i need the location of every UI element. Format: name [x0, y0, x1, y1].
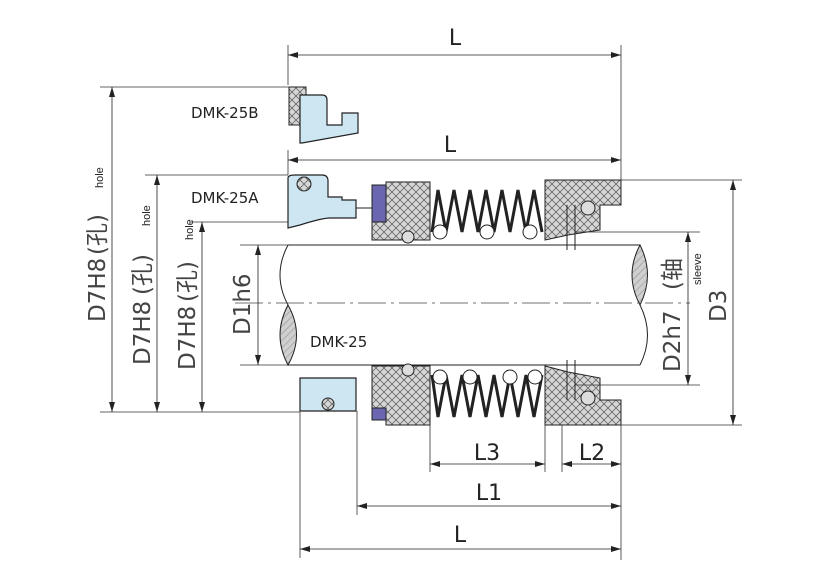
- dimension-D7-inner-sub: hole: [184, 219, 196, 240]
- dimension-D7-mid-label: D7H8: [130, 301, 156, 365]
- dimension-L-top: [287, 45, 622, 180]
- dimension-D7-inner-bracket: (孔): [175, 261, 201, 302]
- dimension-L1: [356, 411, 621, 515]
- dimension-L2: [561, 425, 622, 560]
- dimension-D7-outer-label: D7H8: [85, 258, 111, 322]
- seat-dmk-25b: [288, 86, 359, 144]
- dimension-L-top-label: L: [449, 26, 462, 51]
- dimension-D7-mid-sub: hole: [141, 205, 153, 226]
- dimension-L3-label: L3: [474, 441, 500, 466]
- dimension-D2-bracket: (轴: [660, 258, 686, 290]
- lower-assembly: [299, 360, 622, 426]
- dimension-D7-mid: [145, 174, 288, 412]
- dimension-D7-outer: [100, 86, 300, 413]
- dimension-D1: [240, 244, 288, 366]
- dimension-D7-outer-sub: hole: [94, 167, 106, 188]
- dimension-L-mid-label: L: [444, 133, 457, 158]
- dimension-L-bottom: [299, 412, 621, 558]
- dimension-L-mid: [287, 150, 621, 175]
- dimension-D3: [621, 179, 742, 426]
- dimension-D1-label: D1h6: [230, 273, 256, 335]
- dimension-D7-outer-bracket: (孔): [85, 214, 111, 255]
- dimension-D7-inner-label: D7H8: [175, 306, 201, 370]
- upper-assembly: [356, 179, 622, 250]
- dimension-D7-inner: [190, 221, 288, 412]
- seat-dmk-25a: [287, 174, 357, 229]
- dimension-D2-label: D2h7: [660, 310, 686, 372]
- dimension-D3-label: D3: [706, 290, 732, 322]
- shaft: [235, 243, 690, 367]
- dimension-D2-sub: sleeve: [692, 253, 704, 285]
- dimension-L3: [429, 425, 546, 472]
- label-dmk-25a: DMK-25A: [191, 189, 259, 207]
- dimension-L2-label: L2: [579, 441, 605, 466]
- dimension-D7-mid-bracket: (孔): [130, 254, 156, 295]
- label-dmk-25b: DMK-25B: [191, 104, 259, 122]
- dimension-L1-label: L1: [476, 481, 502, 506]
- dimension-D2: [575, 231, 700, 386]
- label-dmk-25: DMK-25: [310, 333, 367, 351]
- dimension-L-bottom-label: L: [454, 523, 467, 548]
